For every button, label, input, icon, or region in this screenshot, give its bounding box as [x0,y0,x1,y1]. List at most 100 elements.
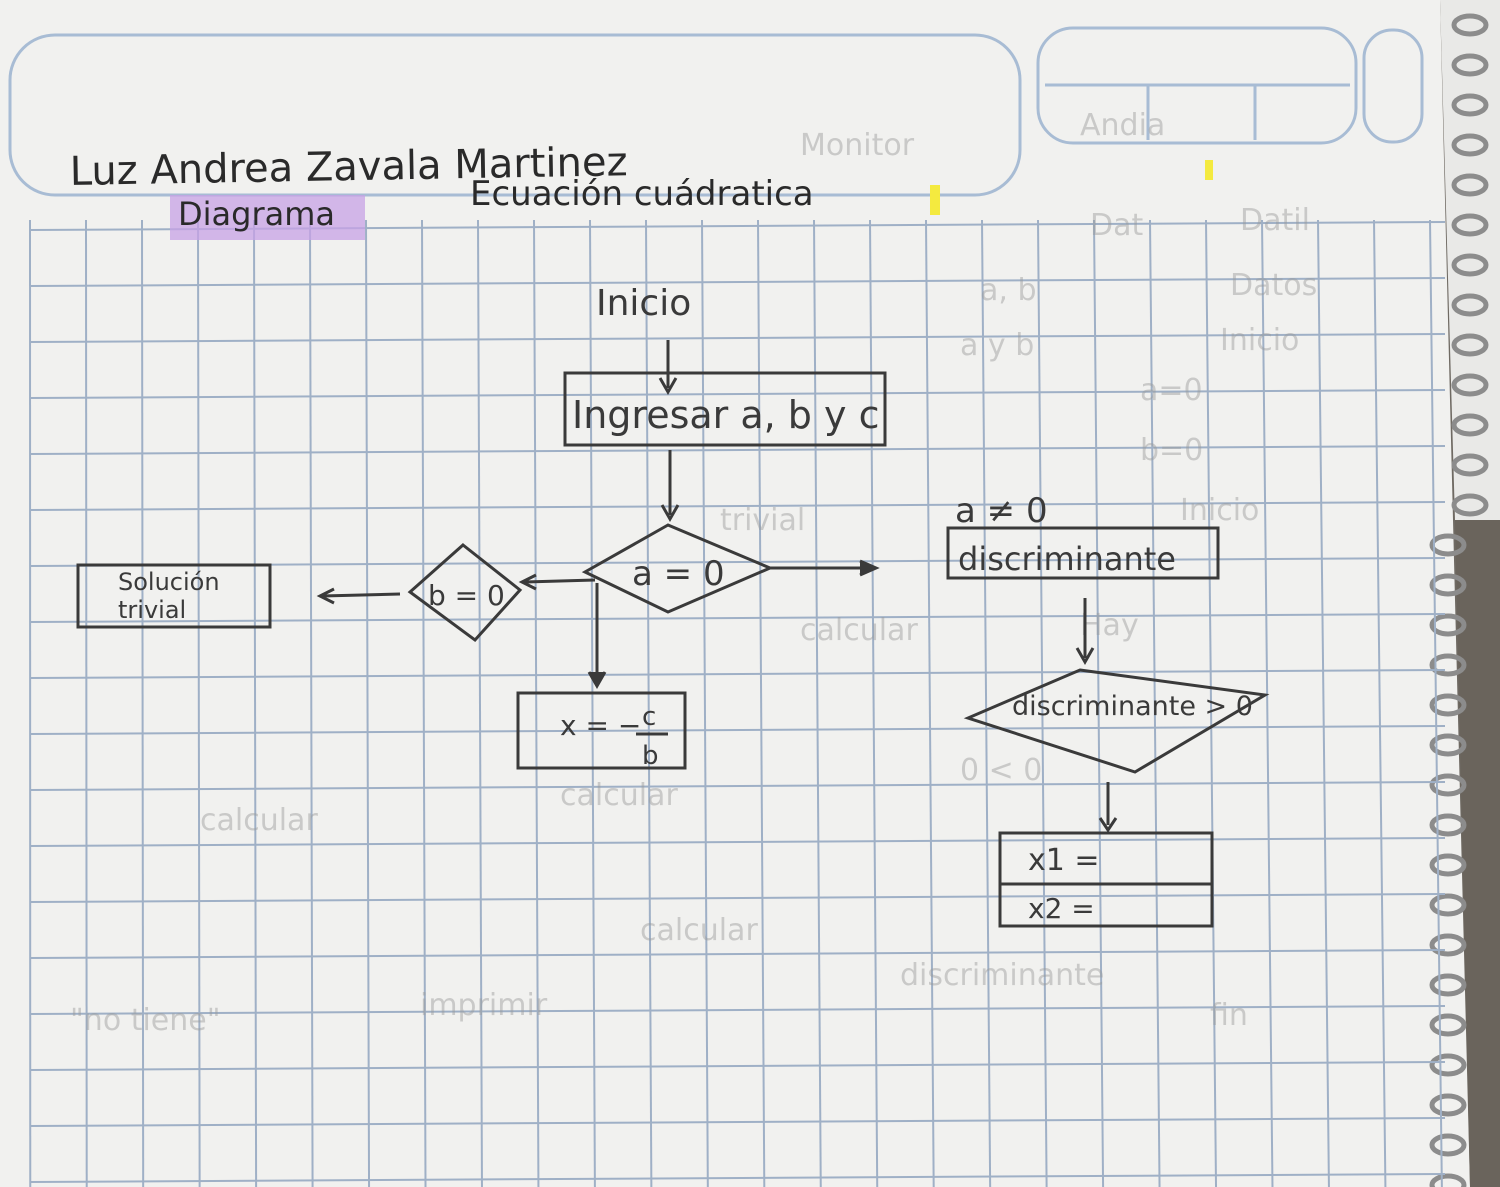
decision-disc-diamond [963,668,1270,774]
svg-text:calcular: calcular [640,913,758,948]
grid-line-h [29,333,1446,343]
spiral-ring [1429,573,1467,597]
grid-line-h [29,501,1446,511]
spiral-ring [1451,373,1489,397]
spiral-ring [1451,453,1489,477]
x1-label: x1 = [1028,843,1100,878]
grid-line-v [701,219,709,1187]
svg-text:Andia: Andia [1080,108,1165,143]
grid-line-h [29,837,1446,847]
input-label: Ingresar a, b y c [572,393,879,437]
spiral-ring [1429,1013,1467,1037]
spiral-ring [1451,213,1489,237]
branch-label: a ≠ 0 [955,491,1048,531]
grid-line-v [533,219,540,1187]
spiral-ring [1451,53,1489,77]
svg-text:Inicio: Inicio [1220,323,1299,358]
grid-line-h [29,277,1446,287]
arrowhead-1 [658,377,678,396]
svg-text:Datos: Datos [1230,268,1317,303]
arrowhead-6 [316,587,335,605]
grid-line-h [29,669,1446,679]
grid-line-v [141,219,145,1187]
spiral-ring [1429,653,1467,677]
arrowhead-8 [1098,817,1118,833]
decision-a-label: a = 0 [632,554,725,594]
grid-line-v [1205,219,1218,1187]
linear-lhs: x = − [560,709,641,742]
spiral-ring [1429,973,1467,997]
discriminant-label: discriminante [958,540,1176,578]
grid-line-v [1093,219,1105,1187]
trivial-line-1: Solución [118,568,220,596]
spiral-ring [1451,13,1489,37]
spiral-ring [1451,133,1489,157]
svg-text:Dat: Dat [1090,208,1143,243]
flowchart: Inicio Ingresar a, b y c a = 0 b = 0 Sol… [76,283,1270,928]
svg-text:calcular: calcular [560,778,678,813]
input-box [563,371,887,447]
spiral-ring [1429,693,1467,717]
spiral-ring [1429,933,1467,957]
discriminant-box [946,526,1220,580]
grid-line-v [421,219,427,1187]
svg-text:calcular: calcular [800,613,918,648]
decision-disc-label: discriminante > 0 [1012,691,1253,722]
grid-line-v [365,219,371,1187]
spiral-ring [1429,893,1467,917]
trivial-line-2: trivial [118,596,186,624]
grid-paper [29,219,1446,1187]
arrowhead-3 [859,559,880,577]
decision-b-diamond [407,543,523,643]
grid-line-v [477,219,483,1187]
grid-line-h [29,389,1446,399]
grid-line-v [1429,219,1443,1187]
spiral-ring [1451,293,1489,317]
arrow-to-trivial [321,592,401,598]
svg-text:b=0: b=0 [1140,433,1203,468]
spiral-binding [1429,13,1489,1187]
header-frames [8,26,1424,197]
spiral-ring [1451,413,1489,437]
svg-text:Monitor: Monitor [800,128,915,163]
spiral-ring [1429,1133,1467,1157]
svg-text:imprimir: imprimir [420,988,548,1023]
grid-line-v [1317,219,1330,1187]
grid-line-h [29,1061,1446,1071]
grid-line-h [29,1117,1446,1127]
spiral-ring [1429,773,1467,797]
page-title: Ecuación cuádratica [470,174,814,214]
spiral-ring [1429,1053,1467,1077]
student-name: Luz Andrea Zavala Martinez [69,139,628,195]
grid-line-v [1261,219,1274,1187]
grid-line-v [645,219,653,1187]
arrow-to-b [524,578,596,584]
grid-line-v [197,219,201,1187]
svg-text:Hay: Hay [1080,608,1139,643]
arrowhead-2 [660,504,680,523]
spiral-ring [1429,1093,1467,1117]
grid-line-v [1037,219,1048,1187]
spiral-ring [1451,333,1489,357]
svg-text:discriminante: discriminante [900,958,1104,993]
grid-line-h [29,949,1446,959]
grid-line-h [29,445,1446,455]
spiral-ring [1451,93,1489,117]
grid-line-v [309,219,314,1187]
grid-line-v [85,219,88,1187]
spiral-ring [1429,613,1467,637]
svg-text:calcular: calcular [200,803,318,838]
svg-text:0 < 0: 0 < 0 [960,753,1042,788]
bleed-through-text: Monitor Andia Dat Datil Datos a, b Inici… [70,108,1317,1038]
decision-a-diamond [581,523,774,614]
linear-den: b [642,741,659,771]
grid-line-v [1373,219,1387,1187]
grid-line-v [981,219,992,1187]
svg-text:Inicio: Inicio [1180,493,1259,528]
linear-num: c [642,702,656,732]
grid-line-v [589,219,596,1187]
yellow-highlight-2 [1205,160,1213,180]
spiral-ring [1429,813,1467,837]
grid-line-v [1149,219,1161,1187]
